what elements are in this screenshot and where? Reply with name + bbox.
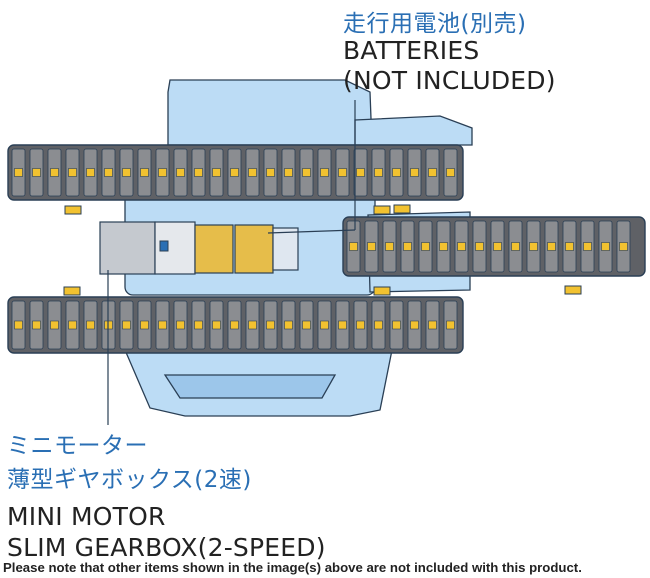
batteries-label-en-1: BATTERIES <box>343 36 480 65</box>
motor-label-en-1: MINI MOTOR <box>7 502 166 531</box>
motor-label-jp-1: ミニモーター <box>7 433 148 459</box>
battery-pack-icon <box>194 224 299 274</box>
leader-lines <box>107 100 356 425</box>
battery-leader-line-end <box>267 229 356 234</box>
batteries-label-en-2: (NOT INCLUDED) <box>343 66 556 95</box>
batteries-label-jp: 走行用電池(別売) <box>343 11 527 37</box>
track-pegs <box>63 204 582 296</box>
tracks <box>7 144 646 354</box>
motor-label-en-2: SLIM GEARBOX(2-SPEED) <box>7 533 326 562</box>
track-right <box>342 216 646 277</box>
footer-note: Please note that other items shown in th… <box>3 560 582 575</box>
gearbox-unit <box>99 221 196 275</box>
track-upper <box>7 144 464 201</box>
track-lower <box>7 296 464 354</box>
motor-label-jp-2: 薄型ギヤボックス(2速) <box>7 467 252 493</box>
